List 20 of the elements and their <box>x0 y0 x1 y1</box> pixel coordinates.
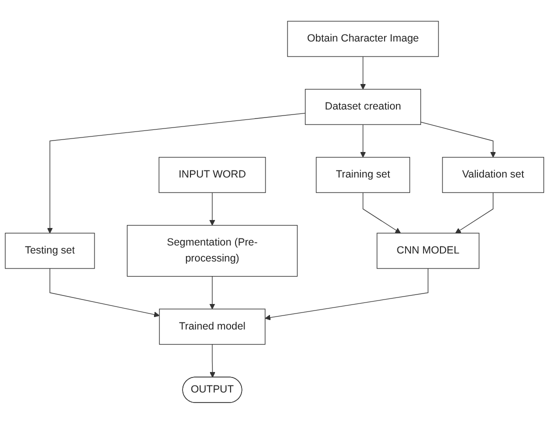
arrow <box>50 268 160 317</box>
node-box: Segmentation (Pre-processing) <box>126 224 298 276</box>
arrow <box>455 192 494 233</box>
node-box: Obtain Character Image <box>287 20 439 56</box>
arrow <box>264 268 428 320</box>
arrow <box>210 344 216 378</box>
node-box: Validation set <box>442 156 544 193</box>
arrow <box>360 56 366 90</box>
node-box: Dataset creation <box>304 88 422 124</box>
arrow <box>362 192 401 233</box>
arrow <box>360 124 366 158</box>
node-box: Testing set <box>4 232 95 268</box>
node-box: Training set <box>316 156 410 193</box>
arrow <box>209 192 216 226</box>
node-box: CNN MODEL <box>376 232 480 268</box>
arrow <box>209 276 216 309</box>
arrow <box>420 121 496 158</box>
node-box: Trained model <box>159 308 266 344</box>
node-box: INPUT WORD <box>158 156 266 193</box>
arrow <box>47 112 306 233</box>
